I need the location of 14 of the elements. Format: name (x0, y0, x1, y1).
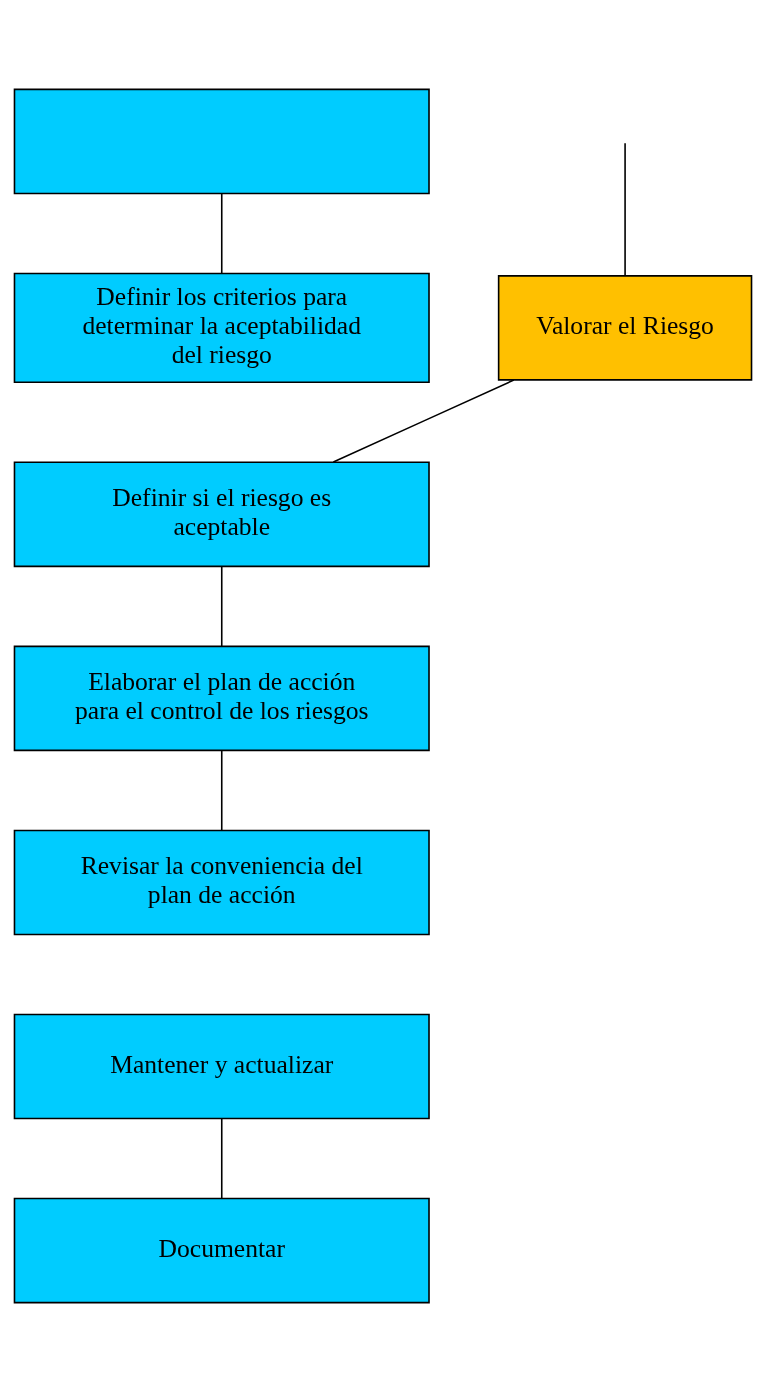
connector (624, 142, 626, 277)
node-box: Elaborar el plan de acción para el control de los riesgos (13, 645, 430, 752)
node-box: Definir los criterios para determinar la aceptabilidad del riesgo (13, 272, 430, 384)
node-box: Mantener y actualizar (13, 1013, 430, 1120)
node-box: Documentar (13, 1197, 430, 1304)
connector (332, 379, 515, 463)
node-box (13, 88, 430, 195)
node-box: Definir si el riesgo es aceptable (13, 461, 430, 568)
node-box: Revisar la conveniencia del plan de acción (13, 829, 430, 936)
connector (220, 1118, 223, 1200)
connector (220, 566, 223, 648)
connector (220, 750, 223, 832)
node-box: Valorar el Riesgo (497, 275, 753, 381)
connector (220, 192, 223, 275)
